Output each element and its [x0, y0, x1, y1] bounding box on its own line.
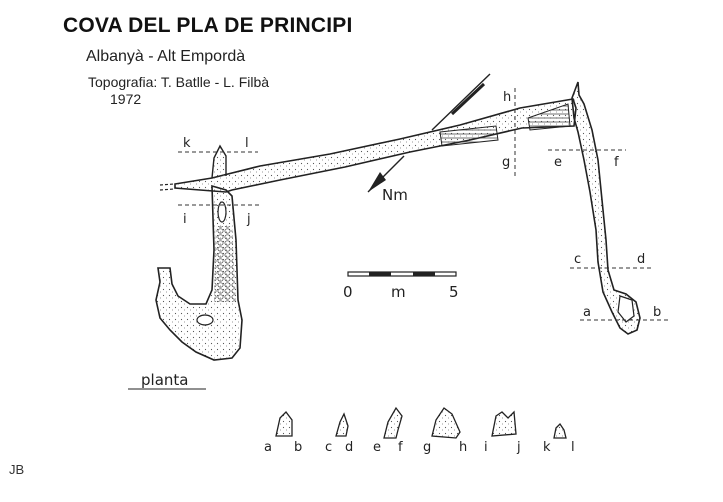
- section-label-c: c: [574, 252, 581, 267]
- plan-label: planta: [141, 371, 188, 389]
- xsec-label-b: b: [294, 440, 302, 455]
- xsec-label-c: c: [325, 440, 332, 455]
- credits-block: Topografia: T. Batlle - L. Filbà 1972: [88, 74, 269, 108]
- xsec-label-i: i: [484, 440, 488, 455]
- left-branch-pillar: [217, 201, 227, 223]
- section-label-f: f: [614, 155, 619, 170]
- survey-title: COVA DEL PLA DE PRINCIPI: [63, 14, 353, 37]
- xsec-label-j: j: [516, 440, 521, 455]
- cross-section-ef: [383, 406, 403, 439]
- xsec-label-f: f: [398, 440, 403, 455]
- cross-sections: [275, 406, 567, 439]
- left-branch-blocks: [214, 226, 236, 302]
- main-gallery-outline: [174, 98, 577, 193]
- section-label-a: a: [583, 305, 591, 320]
- north-label: Nm: [382, 186, 408, 204]
- cross-section-cd: [335, 412, 349, 437]
- location-text: Albanyà - Alt Empordà: [86, 48, 246, 65]
- section-label-l: l: [245, 136, 249, 151]
- scale-bar: [347, 271, 457, 277]
- scale-end: 5: [449, 283, 459, 301]
- cross-section-kl: [553, 422, 567, 439]
- lower-chamber-pillar: [196, 314, 214, 326]
- xsec-label-d: d: [345, 440, 353, 455]
- section-label-e: e: [554, 155, 562, 170]
- xsec-label-g: g: [423, 440, 431, 455]
- section-label-h: h: [503, 90, 511, 105]
- right-branch-outline: [571, 81, 641, 335]
- section-label-j: j: [246, 212, 251, 227]
- xsec-label-e: e: [373, 440, 381, 455]
- survey-year: 1972: [110, 91, 142, 107]
- xsec-label-a: a: [264, 440, 272, 455]
- section-label-b: b: [653, 305, 661, 320]
- north-arrow-icon: [367, 73, 491, 193]
- topography-credits: Topografia: T. Batlle - L. Filbà: [88, 74, 270, 90]
- section-label-d: d: [637, 252, 645, 267]
- scale-start: 0: [343, 283, 353, 301]
- section-label-i: i: [183, 212, 187, 227]
- west-end-dashes: [159, 183, 175, 191]
- right-branch-chamber: [617, 295, 635, 323]
- cross-section-ab: [275, 411, 293, 437]
- section-lines: [178, 88, 668, 321]
- section-label-k: k: [183, 136, 191, 151]
- hatched-deposit-gh: [439, 125, 499, 147]
- xsec-label-l: l: [571, 440, 575, 455]
- xsec-label-h: h: [459, 440, 467, 455]
- kl-chimney: [211, 144, 227, 179]
- cross-section-gh: [431, 407, 461, 439]
- cross-section-ij: [491, 410, 517, 437]
- author-signature: JB: [9, 462, 25, 477]
- scale-unit: m: [391, 283, 406, 301]
- xsec-label-k: k: [543, 440, 551, 455]
- hatched-deposit-ef: [527, 103, 571, 131]
- section-label-g: g: [502, 155, 510, 170]
